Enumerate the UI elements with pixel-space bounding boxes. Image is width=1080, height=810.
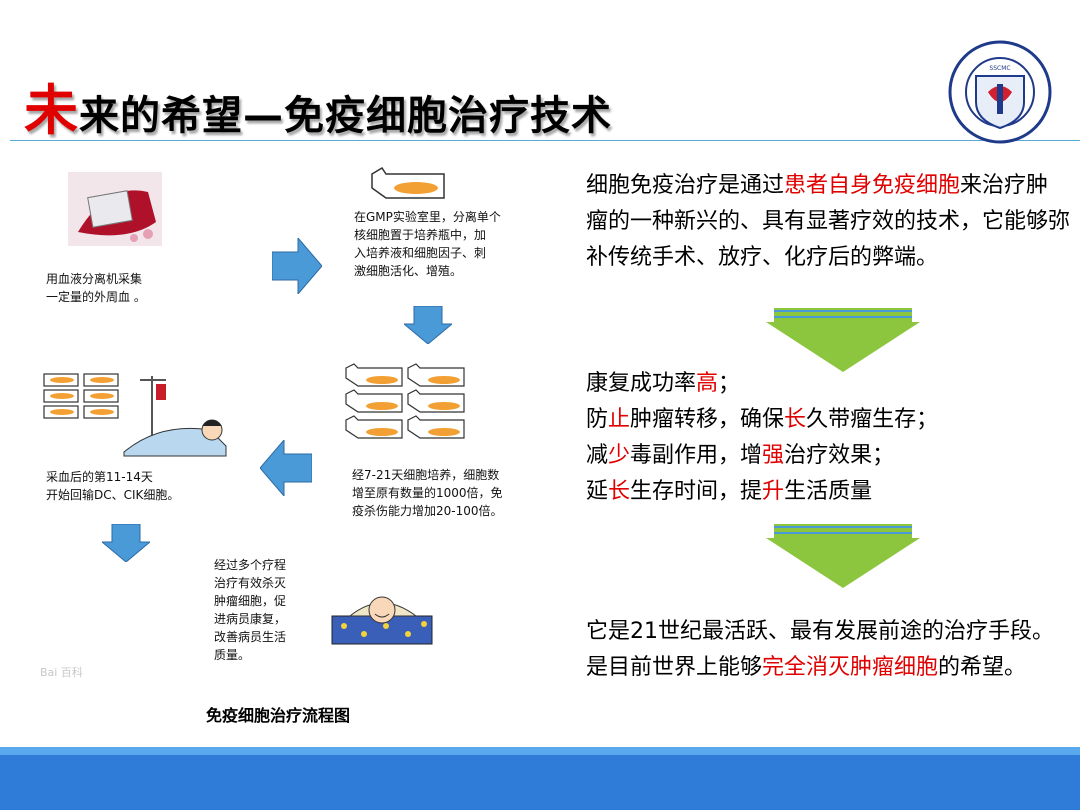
infusion-patient-image [43, 373, 227, 457]
title-rest: 来的希望—免疫细胞治疗技术 [79, 93, 612, 139]
center-logo-seal: SSCMC [948, 40, 1052, 144]
benefit-highlight: 止 [608, 407, 631, 432]
benefit-highlight: 少 [608, 443, 631, 468]
benefit-text: 治疗效果； [784, 443, 895, 468]
conclusion-highlight: 完全消灭肿瘤细胞 [762, 655, 939, 680]
flow-arrow-right-icon [272, 238, 322, 294]
step1-text: 用血液分离机采集 一定量的外周血 。 [46, 270, 146, 306]
svg-text:SSCMC: SSCMC [989, 65, 1010, 72]
step4-text: 采血后的第11-14天 开始回输DC、CIK细胞。 [46, 468, 179, 504]
step2-text: 在GMP实验室里，分离单个 核细胞置于培养瓶中，加 入培养液和细胞因子、刺 激细… [354, 208, 501, 280]
benefit-text: 毒副作用，增 [630, 443, 763, 468]
intro-highlight: 患者自身免疫细胞 [784, 173, 961, 198]
benefit-line: 减少毒副作用，增强治疗效果； [586, 438, 1070, 474]
paragraph-intro: 细胞免疫治疗是通过患者自身免疫细胞来治疗肿瘤的一种新兴的、具有显著疗效的技术，它… [586, 168, 1070, 276]
flow-arrow-down-icon [102, 524, 150, 562]
blood-bag-image [68, 172, 162, 246]
benefit-text: 生存时间，提 [630, 479, 763, 504]
benefit-text: 防 [586, 407, 609, 432]
step3-line: 增至原有数量的1000倍，免 [352, 486, 503, 500]
benefit-text: 延 [586, 479, 609, 504]
intro-text: 细胞免疫治疗是通过 [586, 173, 785, 198]
benefit-highlight: 长 [784, 407, 807, 432]
benefit-text: 肿瘤转移，确保 [630, 407, 785, 432]
benefit-highlight: 升 [762, 479, 785, 504]
step5-text: 经过多个疗程 治疗有效杀灭 肿瘤细胞，促 进病员康复， 改善病员生活 质量。 [214, 556, 286, 664]
diagram-caption: 免疫细胞治疗流程图 [206, 706, 351, 725]
benefit-highlight: 长 [608, 479, 631, 504]
step5-line: 经过多个疗程 [214, 558, 287, 572]
page-title: 未来的希望—免疫细胞治疗技术 [24, 66, 612, 145]
benefit-line: 防止肿瘤转移，确保长久带瘤生存； [586, 402, 1070, 438]
conclusion-text-rest: 的希望。 [938, 655, 1027, 680]
step3-text: 经7-21天细胞培养，细胞数 增至原有数量的1000倍，免 疫杀伤能力增加20-… [352, 466, 503, 520]
step1-line: 一定量的外周血 。 [46, 290, 146, 304]
step3-line: 经7-21天细胞培养，细胞数 [352, 468, 500, 482]
paragraph-benefits: 康复成功率高； 防止肿瘤转移，确保长久带瘤生存； 减少毒副作用，增强治疗效果； … [586, 366, 1070, 510]
step5-line: 治疗有效杀灭 [214, 576, 287, 590]
step5-line: 改善病员生活 [214, 630, 287, 644]
benefit-line: 康复成功率高； [586, 366, 1070, 402]
step4-line: 开始回输DC、CIK细胞。 [46, 488, 180, 502]
title-divider [10, 140, 1080, 141]
recovered-patient-image [331, 596, 433, 645]
benefit-line: 延长生存时间，提升生活质量 [586, 474, 1070, 510]
step5-line: 进病员康复， [214, 612, 287, 626]
step4-line: 采血后的第11-14天 [46, 470, 153, 484]
benefit-text: ； [718, 371, 741, 396]
step2-line: 激细胞活化、增殖。 [354, 264, 463, 278]
title-first-char: 未 [24, 79, 79, 142]
green-arrow-down-icon [766, 308, 920, 372]
step1-line: 用血液分离机采集 [46, 272, 143, 286]
culture-flask-image [371, 166, 445, 199]
watermark: Bai 百科 [40, 666, 83, 679]
conclusion-text: 它是21世纪最活跃、最有发展前途的治疗手段。是目前世界上能够 [586, 619, 1054, 680]
flow-arrow-left-icon [260, 440, 312, 496]
step2-line: 入培养液和细胞因子、刺 [354, 246, 487, 260]
step5-line: 质量。 [214, 648, 251, 662]
step2-line: 在GMP实验室里，分离单个 [354, 210, 501, 224]
step2-line: 核细胞置于培养瓶中，加 [354, 228, 487, 242]
intro-text-rest: 来治疗肿瘤的一种新兴的、具有显著疗效的技术，它能够弥补传统手术、放疗、化疗后的弊… [586, 173, 1071, 270]
flow-arrow-down-icon [404, 306, 452, 344]
benefit-text: 康复成功率 [586, 371, 697, 396]
benefit-text: 生活质量 [784, 479, 873, 504]
benefit-text: 久带瘤生存； [806, 407, 939, 432]
paragraph-conclusion: 它是21世纪最活跃、最有发展前途的治疗手段。是目前世界上能够完全消灭肿瘤细胞的希… [586, 614, 1070, 686]
benefit-text: 减 [586, 443, 609, 468]
step3-line: 疫杀伤能力增加20-100倍。 [352, 504, 503, 518]
footer-band [0, 747, 1080, 810]
benefit-highlight: 强 [762, 443, 785, 468]
multiple-flasks-image [345, 363, 465, 439]
step5-line: 肿瘤细胞，促 [214, 594, 287, 608]
benefit-highlight: 高 [696, 371, 719, 396]
green-arrow-down-icon [766, 524, 920, 588]
footer-band-highlight [0, 747, 1080, 755]
